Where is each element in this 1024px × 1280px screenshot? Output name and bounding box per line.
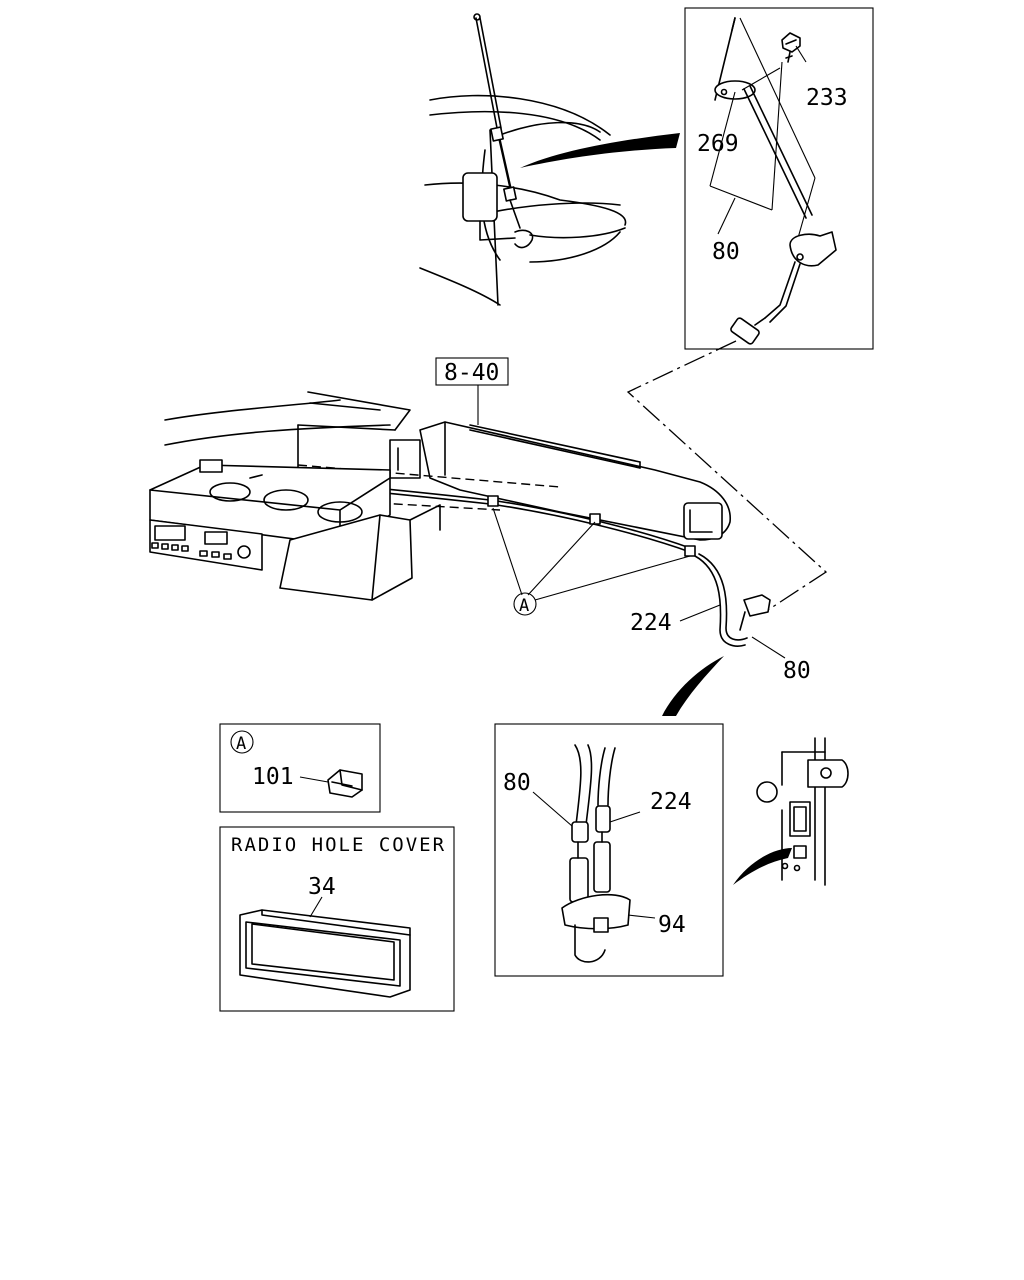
callout-34: 34 (308, 874, 336, 900)
callout-224-mid: 224 (630, 610, 672, 636)
radio-hole-cover-title: RADIO HOLE COVER (231, 834, 446, 856)
callout-80-detail: 80 (503, 770, 531, 796)
antenna-pillar-view (419, 13, 680, 306)
clip-detail-box (219, 723, 381, 813)
antenna-detail-box (684, 7, 874, 350)
radio-hole-cover-box (219, 826, 455, 1012)
connector-detail-box (494, 723, 724, 977)
chain-line-detail (626, 340, 828, 611)
callout-224-detail: 224 (650, 789, 692, 815)
callout-101: 101 (252, 764, 294, 790)
callout-94: 94 (658, 912, 686, 938)
callout-80-top: 80 (712, 239, 740, 265)
callout-269: 269 (697, 131, 739, 157)
callout-a-mid: A (519, 596, 529, 616)
callout-labels: 233 269 80 8-40 A 224 80 A 101 RADIO HOL… (230, 85, 848, 938)
dashboard-assembly (149, 385, 786, 659)
ref-box-8-40 (435, 357, 509, 386)
door-hinge-detail (733, 737, 849, 886)
callout-233: 233 (806, 85, 848, 111)
callout-a-circle (513, 592, 537, 616)
callout-8-40: 8-40 (444, 360, 499, 386)
callout-a-box-circle (230, 730, 254, 754)
callout-80-mid: 80 (783, 658, 811, 684)
callout-a-box: A (236, 734, 246, 754)
pointer-connector-detail (662, 656, 724, 716)
